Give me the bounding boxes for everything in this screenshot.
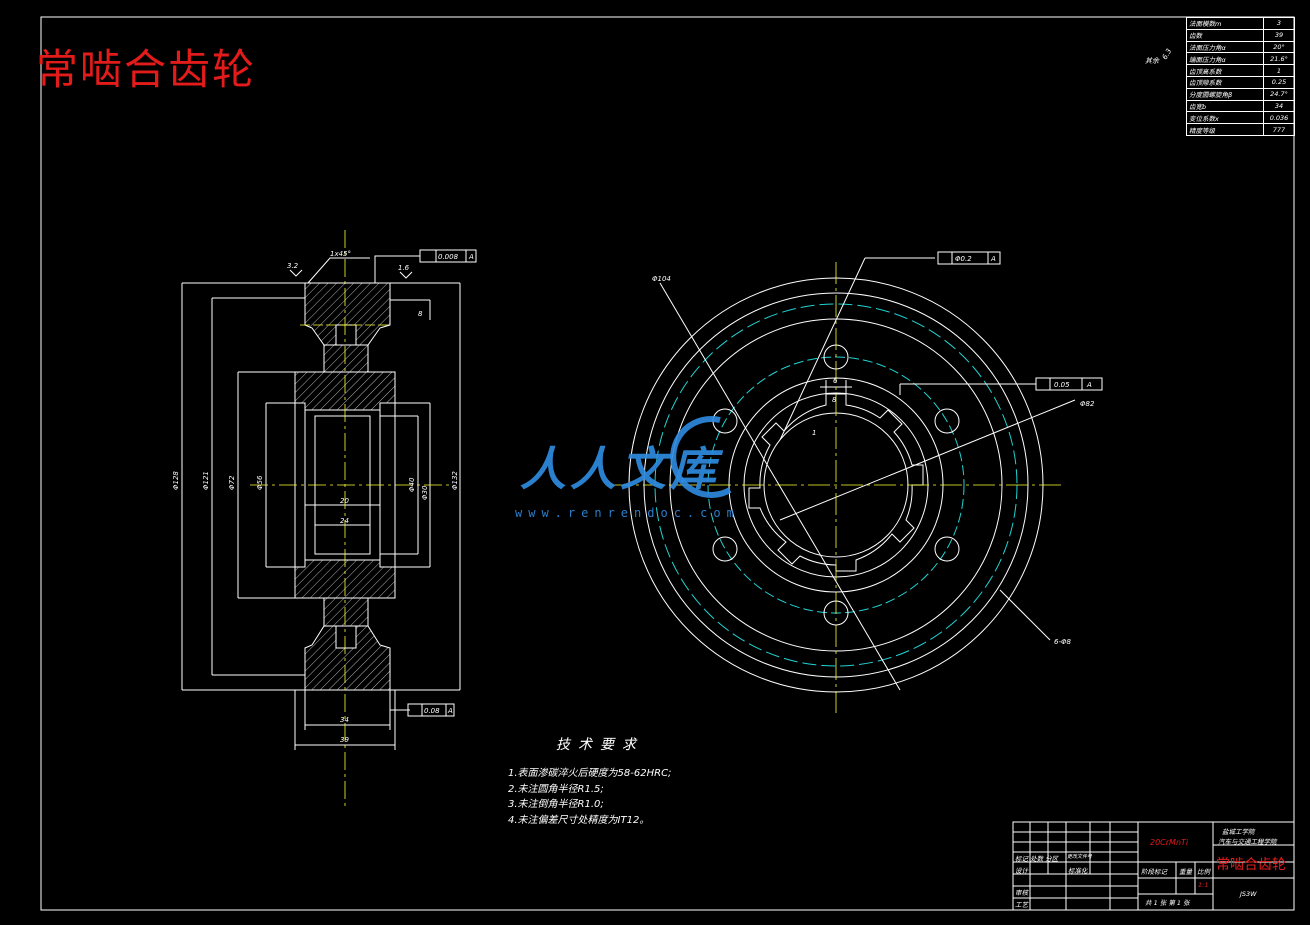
dimension-labels: Φ128 Φ121 Φ72 Φ56 Φ132 Φ40 Φ30 20 24 34 …	[172, 47, 1173, 744]
param-label: 齿顶高系数	[1186, 64, 1264, 77]
dim-ra32: 3.2	[287, 262, 299, 270]
dim-pos2: 0.05	[1054, 381, 1070, 389]
param-value: 20°	[1263, 40, 1295, 54]
tb-school1: 盐城工学院	[1222, 828, 1255, 836]
dim-pos1: Φ0.2	[955, 255, 972, 263]
dim-ra16: 1.6	[398, 264, 410, 272]
dim-d132: Φ132	[451, 471, 459, 490]
watermark-logo-icon	[670, 415, 732, 498]
dim-w34: 34	[340, 716, 349, 724]
tech-requirements-notes: 1.表面渗碳淬火后硬度为58-62HRC; 2.未注圆角半径R1.5; 3.未注…	[508, 766, 671, 828]
tech-note: 2.未注圆角半径R1.5;	[508, 783, 604, 795]
drawing-frame	[40, 16, 1295, 911]
dim-datum-2: A	[447, 707, 453, 715]
tb-std: 标准化	[1068, 867, 1088, 875]
dim-d82: Φ82	[1080, 400, 1095, 408]
dim-d30: Φ30	[421, 485, 429, 500]
param-label: 分度圆螺旋角β	[1186, 87, 1264, 101]
watermark-text: 人人文库	[520, 442, 720, 496]
tb-marks: 标记 处数 分区	[1015, 855, 1059, 863]
param-label: 齿宽b	[1186, 99, 1264, 113]
tech-note: 1.表面渗碳淬火后硬度为58-62HRC;	[508, 768, 672, 779]
param-label: 法面压力角α	[1186, 40, 1264, 54]
dim-w39: 39	[340, 736, 349, 744]
dim-chamfer: 1x45°	[330, 250, 351, 258]
dim-holes: 6-Φ8	[1054, 638, 1071, 646]
param-label: 法面模数m	[1186, 17, 1264, 30]
dim-s6: 6	[833, 377, 838, 385]
watermark-url: www.renrendoc.com	[515, 506, 740, 520]
dim-d128: Φ128	[172, 471, 180, 490]
tb-scale-value: 1:1	[1198, 881, 1209, 889]
tb-part-name: 常啮合齿轮	[1216, 857, 1286, 873]
tb-material: 20CrMnTi	[1150, 838, 1189, 847]
dim-a1: 1	[812, 429, 816, 437]
param-value: 21.6°	[1263, 52, 1295, 66]
title-block	[1012, 821, 1295, 911]
tb-design: 设计	[1015, 867, 1028, 875]
param-value: 0.036	[1263, 111, 1295, 125]
dim-d104: Φ104	[652, 275, 671, 283]
dim-b8: 8	[832, 396, 837, 404]
tb-school2: 汽车与交通工程学院	[1218, 838, 1277, 846]
dim-d40: Φ40	[408, 477, 416, 492]
dim-datum-4: A	[1086, 381, 1092, 389]
param-value: 34	[1263, 99, 1295, 113]
dim-d72: Φ72	[228, 475, 236, 490]
tb-sheets: 共 1 张 第 1 张	[1145, 899, 1190, 907]
param-label: 端面压力角α	[1186, 52, 1264, 66]
dim-w20: 20	[340, 497, 349, 505]
tb-stage: 阶段标记	[1141, 868, 1167, 876]
dim-tol1: 0.008	[438, 253, 459, 261]
param-label: 齿顶隙系数	[1186, 75, 1264, 89]
param-label: 精度等级	[1186, 123, 1264, 136]
dim-d56: Φ56	[256, 475, 264, 490]
tb-craft: 工艺	[1015, 901, 1028, 909]
tb-weight: 重量	[1179, 868, 1192, 876]
dim-datum-3: A	[990, 255, 996, 263]
param-label: 变位系数x	[1186, 111, 1264, 125]
dim-d121: Φ121	[202, 471, 210, 490]
tb-drawn: 更改文件号	[1067, 854, 1093, 860]
param-value: 1	[1263, 64, 1295, 77]
tech-requirements-heading: 技术要求	[556, 737, 644, 753]
tech-note: 4.未注偏差尺寸处精度为IT12。	[508, 814, 650, 826]
tb-code: JS3W	[1240, 890, 1257, 898]
param-value: 777	[1263, 123, 1295, 136]
tb-check: 审核	[1015, 889, 1028, 897]
roughness-value: 6.3	[1161, 47, 1173, 61]
param-value: 39	[1263, 28, 1295, 42]
tb-scale: 比例	[1197, 868, 1210, 876]
param-value: 3	[1263, 17, 1295, 30]
tech-note: 3.未注倒角半径R1.0;	[508, 799, 604, 810]
section-centerlines	[250, 230, 450, 810]
drawing-title: 常啮合齿轮	[36, 45, 257, 94]
dim-tol2: 0.08	[424, 707, 440, 715]
roughness-label: 其余	[1145, 57, 1160, 65]
dim-w24: 24	[340, 517, 349, 525]
param-label: 齿数	[1186, 28, 1264, 42]
dim-r8: 8	[418, 310, 423, 318]
param-value: 24.7°	[1263, 87, 1295, 101]
dim-datum-1: A	[468, 253, 474, 261]
param-value: 0.25	[1263, 75, 1295, 89]
